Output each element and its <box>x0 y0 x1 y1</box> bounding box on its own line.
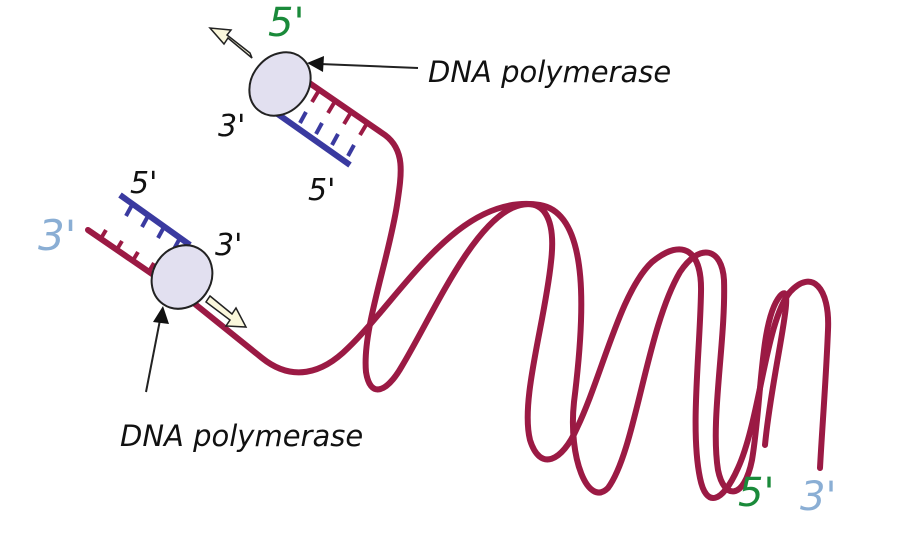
dna-polymerase-bottom <box>150 244 214 310</box>
direction-arrow-top-icon <box>208 27 253 59</box>
label-left-3prime: 3' <box>38 211 76 260</box>
label-left-polymerase-3prime: 3' <box>215 228 242 263</box>
pointer-arrow-top-icon <box>307 56 419 72</box>
left-primer-duplex <box>98 192 192 275</box>
label-dna-polymerase-bottom: DNA polymerase <box>120 419 363 453</box>
label-end-5prime: 5' <box>738 470 774 516</box>
label-left-primer-5prime: 5' <box>130 166 157 201</box>
label-top-5prime: 5' <box>268 0 304 46</box>
template-strand-bottom <box>85 200 790 496</box>
pointer-arrow-bottom-icon <box>145 306 169 393</box>
label-top-primer-5prime: 5' <box>308 173 335 208</box>
label-dna-polymerase-top: DNA polymerase <box>428 55 671 89</box>
dna-polymerase-top <box>248 51 312 117</box>
top-primer-duplex <box>270 90 368 168</box>
direction-arrow-bottom-icon <box>204 294 248 328</box>
label-top-3prime: 3' <box>218 109 245 144</box>
label-end-3prime: 3' <box>800 474 836 520</box>
template-strand-top <box>302 77 832 501</box>
